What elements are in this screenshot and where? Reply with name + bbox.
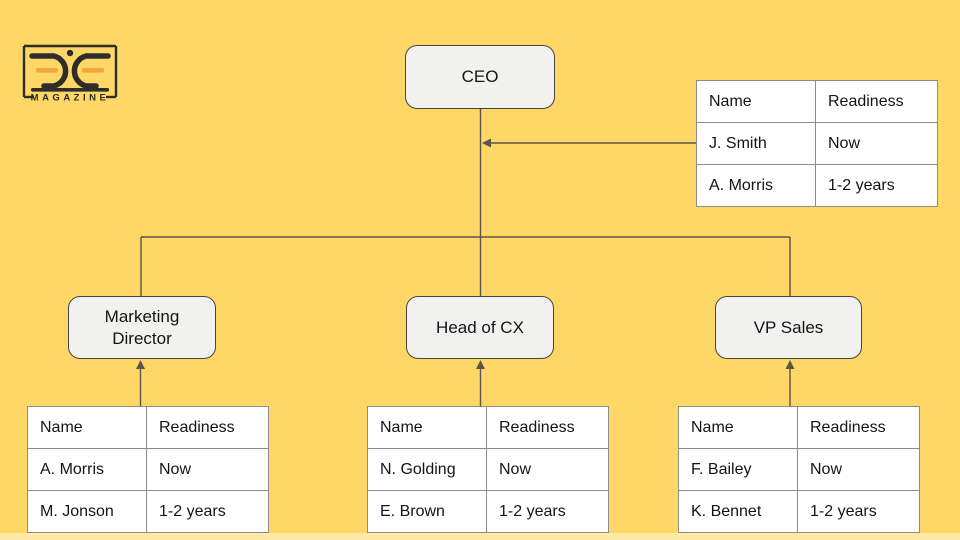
table-row: Name Readiness bbox=[27, 406, 269, 449]
arrow-marketing-table-head bbox=[136, 360, 145, 369]
table-header-name: Name bbox=[27, 406, 147, 449]
table-row: M. Jonson 1-2 years bbox=[27, 490, 269, 533]
org-node-head-of-cx: Head of CX bbox=[406, 296, 554, 359]
table-header-readiness: Readiness bbox=[815, 80, 938, 123]
table-row: K. Bennet 1-2 years bbox=[678, 490, 920, 533]
table-cell-name: A. Morris bbox=[27, 448, 147, 491]
org-node-ceo: CEO bbox=[405, 45, 555, 109]
table-cell-readiness: Now bbox=[146, 448, 269, 491]
table-cell-name: J. Smith bbox=[696, 122, 816, 165]
table-cell-readiness: 1-2 years bbox=[815, 164, 938, 207]
table-row: E. Brown 1-2 years bbox=[367, 490, 609, 533]
table-row: J. Smith Now bbox=[696, 122, 938, 165]
org-node-marketing-director-label: Marketing Director bbox=[104, 307, 180, 348]
arrow-cx-table-head bbox=[476, 360, 485, 369]
succession-table-ceo: Name Readiness J. Smith Now A. Morris 1-… bbox=[696, 80, 938, 207]
table-cell-name: M. Jonson bbox=[27, 490, 147, 533]
succession-table-sales: Name Readiness F. Bailey Now K. Bennet 1… bbox=[678, 406, 920, 533]
magazine-logo: MAGAZINE bbox=[22, 44, 118, 104]
table-cell-name: N. Golding bbox=[367, 448, 487, 491]
arrow-sales-table-head bbox=[785, 360, 795, 369]
table-header-readiness: Readiness bbox=[486, 406, 609, 449]
table-cell-name: K. Bennet bbox=[678, 490, 798, 533]
table-header-name: Name bbox=[367, 406, 487, 449]
logo-wordmark: MAGAZINE bbox=[31, 93, 110, 104]
arrow-ceo-table-head bbox=[482, 138, 491, 148]
table-cell-readiness: 1-2 years bbox=[146, 490, 269, 533]
table-cell-readiness: Now bbox=[486, 448, 609, 491]
logo-monogram-icon bbox=[29, 49, 111, 92]
org-node-marketing-director: Marketing Director bbox=[68, 296, 216, 359]
table-cell-readiness: Now bbox=[797, 448, 920, 491]
table-row: A. Morris 1-2 years bbox=[696, 164, 938, 207]
table-row: N. Golding Now bbox=[367, 448, 609, 491]
table-header-readiness: Readiness bbox=[146, 406, 269, 449]
table-row: Name Readiness bbox=[696, 80, 938, 123]
table-cell-name: F. Bailey bbox=[678, 448, 798, 491]
succession-table-marketing: Name Readiness A. Morris Now M. Jonson 1… bbox=[27, 406, 269, 533]
org-node-vp-sales: VP Sales bbox=[715, 296, 862, 359]
logo-frame-icon bbox=[22, 44, 118, 99]
org-node-vp-sales-label: VP Sales bbox=[753, 317, 824, 337]
table-cell-readiness: 1-2 years bbox=[797, 490, 920, 533]
table-header-name: Name bbox=[696, 80, 816, 123]
table-cell-readiness: 1-2 years bbox=[486, 490, 609, 533]
org-node-ceo-label: CEO bbox=[461, 67, 499, 87]
table-row: A. Morris Now bbox=[27, 448, 269, 491]
table-cell-name: E. Brown bbox=[367, 490, 487, 533]
org-node-head-of-cx-label: Head of CX bbox=[436, 317, 524, 337]
table-row: F. Bailey Now bbox=[678, 448, 920, 491]
slide-bottom-strip bbox=[0, 533, 960, 540]
table-cell-readiness: Now bbox=[815, 122, 938, 165]
table-row: Name Readiness bbox=[678, 406, 920, 449]
table-header-readiness: Readiness bbox=[797, 406, 920, 449]
succession-table-cx: Name Readiness N. Golding Now E. Brown 1… bbox=[367, 406, 609, 533]
table-row: Name Readiness bbox=[367, 406, 609, 449]
table-cell-name: A. Morris bbox=[696, 164, 816, 207]
table-header-name: Name bbox=[678, 406, 798, 449]
